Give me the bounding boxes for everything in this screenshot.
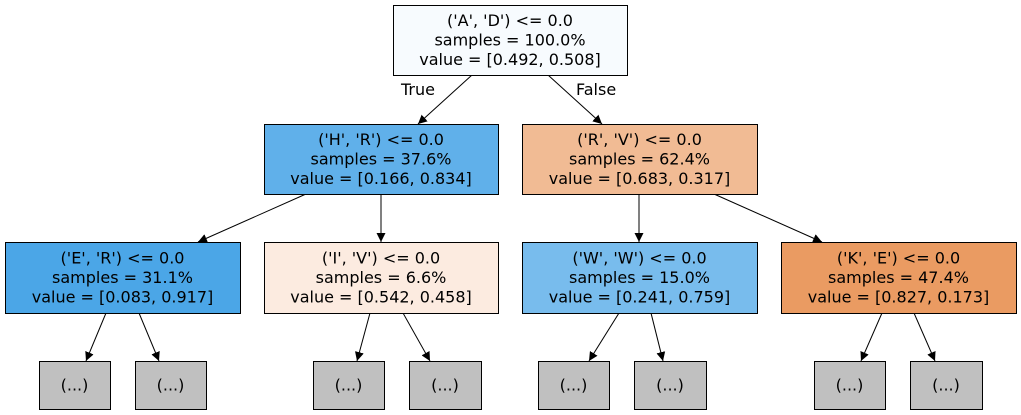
node-box — [313, 361, 385, 410]
node-box — [264, 242, 499, 314]
truncated-node-l4: (...) — [409, 361, 482, 410]
node-box — [409, 361, 482, 410]
edge-arrow-root-n2 — [547, 74, 603, 125]
ellipsis-label: (...) — [932, 376, 960, 395]
node-box — [538, 361, 610, 410]
ellipsis-label: (...) — [560, 376, 588, 395]
node-box — [910, 361, 983, 410]
node-box — [393, 5, 628, 76]
edges-layer: True False — [85, 74, 936, 362]
node-samples: samples = 6.6% — [316, 268, 447, 287]
edge-arrow-n1-n3 — [197, 193, 307, 243]
truncated-node-l5: (...) — [538, 361, 610, 410]
node-box — [264, 124, 499, 195]
node-value: value = [0.683, 0.317] — [549, 169, 731, 188]
node-box — [522, 242, 758, 314]
node-condition: ('R', 'V') <= 0.0 — [577, 130, 702, 149]
node-value: value = [0.083, 0.917] — [32, 288, 214, 307]
node-samples: samples = 31.1% — [52, 268, 193, 287]
truncated-node-l6: (...) — [634, 361, 707, 410]
node-value: value = [0.492, 0.508] — [419, 50, 601, 69]
node-value: value = [0.827, 0.173] — [808, 288, 990, 307]
node-box — [39, 361, 111, 410]
node-box — [522, 124, 758, 195]
edge-arrow-n3-l2 — [138, 312, 160, 362]
node-condition: ('I', 'V') <= 0.0 — [322, 249, 440, 268]
node-samples: samples = 62.4% — [569, 150, 710, 169]
edge-arrow-n4-l3 — [355, 312, 371, 362]
node-box — [135, 361, 207, 410]
edge-arrow-n2-n6 — [713, 193, 823, 243]
node-condition: ('A', 'D') <= 0.0 — [447, 11, 573, 30]
edge-arrow-root-n1 — [417, 74, 473, 125]
truncated-node-l2: (...) — [135, 361, 207, 410]
node-samples: samples = 100.0% — [434, 31, 585, 50]
edge-label-true: True — [400, 80, 435, 99]
edge-arrow-n5-l6 — [650, 312, 666, 362]
ellipsis-label: (...) — [61, 376, 89, 395]
node-condition: ('H', 'R') <= 0.0 — [318, 130, 444, 149]
truncated-node-l8: (...) — [910, 361, 983, 410]
node-value: value = [0.166, 0.834] — [290, 169, 472, 188]
edge-arrow-n3-l1 — [85, 312, 107, 362]
node-value: value = [0.542, 0.458] — [290, 288, 472, 307]
ellipsis-label: (...) — [335, 376, 363, 395]
ellipsis-label: (...) — [836, 376, 864, 395]
node-condition: ('W', 'W') <= 0.0 — [572, 249, 706, 268]
truncated-node-l1: (...) — [39, 361, 111, 410]
edge-arrow-n6-l7 — [860, 312, 883, 362]
node-samples: samples = 15.0% — [569, 268, 710, 287]
ellipsis-label: (...) — [431, 376, 459, 395]
node-samples: samples = 37.6% — [311, 150, 452, 169]
edge-label-false: False — [576, 80, 616, 99]
truncated-node-l7: (...) — [814, 361, 886, 410]
edge-arrow-n6-l8 — [913, 312, 936, 362]
ellipsis-label: (...) — [157, 376, 185, 395]
edge-arrow-n5-l5 — [588, 312, 620, 362]
node-samples: samples = 47.4% — [828, 268, 969, 287]
node-box — [5, 242, 241, 314]
truncated-node-l3: (...) — [313, 361, 385, 410]
node-box — [814, 361, 886, 410]
edge-arrow-n4-l4 — [402, 312, 431, 362]
ellipsis-label: (...) — [656, 376, 684, 395]
node-condition: ('E', 'R') <= 0.0 — [61, 249, 185, 268]
node-box — [634, 361, 707, 410]
node-value: value = [0.241, 0.759] — [549, 288, 731, 307]
node-condition: ('K', 'E') <= 0.0 — [837, 249, 960, 268]
node-box — [781, 242, 1017, 314]
